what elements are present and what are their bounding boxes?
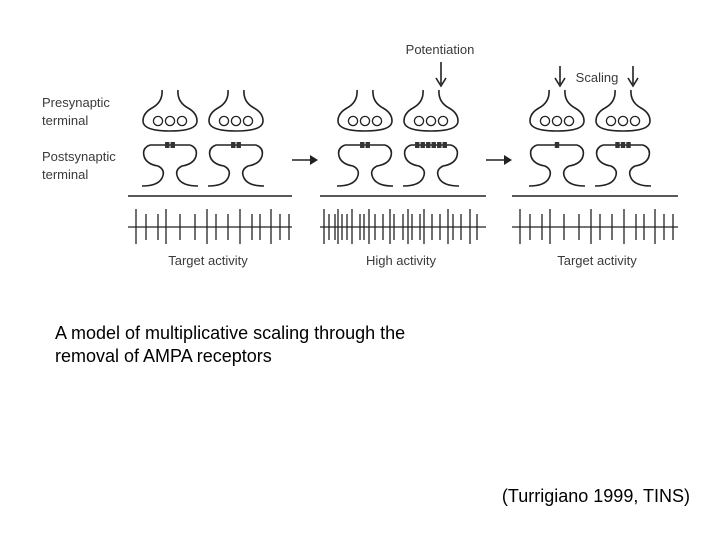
panel-3-presynaptic-terminal-1	[529, 89, 585, 132]
panel-3-vesicle-1-1	[539, 115, 551, 127]
panel-2-vesicle-1-1	[347, 115, 359, 127]
transition-arrow-2	[486, 155, 512, 165]
presynaptic-label-line2: terminal	[42, 113, 88, 128]
panel-2-bottom-label: High activity	[366, 253, 437, 268]
panel-2-vesicle-2-2	[425, 115, 437, 127]
panel-3-vesicle-2-1	[605, 115, 617, 127]
panel-1-presynaptic-terminal-2	[208, 89, 264, 132]
panel-1-vesicle-1-2	[164, 115, 176, 127]
panel-2-postsynaptic-spine-2	[402, 144, 460, 187]
panel-1-vesicle-1-3	[176, 115, 188, 127]
citation: (Turrigiano 1999, TINS)	[501, 486, 690, 506]
panel-2-presynaptic-terminal-2	[403, 89, 459, 132]
scaling-label: Scaling	[576, 70, 619, 85]
panel-1-vesicle-2-1	[218, 115, 230, 127]
panel-2-ampa-receptor-1-1	[360, 142, 365, 148]
synaptic-scaling-diagram: Presynaptic terminal Postsynaptic termin…	[42, 42, 678, 268]
panel-1-ampa-receptor-2-1	[231, 142, 236, 148]
postsynaptic-label-line2: terminal	[42, 167, 88, 182]
panel-2-ampa-receptor-2-5	[437, 142, 442, 148]
panel-2-ampa-receptor-2-1	[415, 142, 420, 148]
panel-1-ampa-receptor-1-2	[170, 142, 175, 148]
panel-2-ampa-receptor-1-2	[365, 142, 370, 148]
panel-1-postsynaptic-spine-2	[207, 144, 265, 187]
panel-1-bottom-label: Target activity	[168, 253, 248, 268]
panel-2-ampa-receptor-2-4	[431, 142, 436, 148]
panel-2-vesicle-1-3	[371, 115, 383, 127]
caption-line-1: A model of multiplicative scaling throug…	[55, 323, 406, 343]
panel-2-presynaptic-terminal-1	[337, 89, 393, 132]
panel-3-postsynaptic-spine-2	[594, 144, 652, 187]
panel-3-vesicle-1-2	[551, 115, 563, 127]
panel-3-vesicle-1-3	[563, 115, 575, 127]
potentiation-arrow-head	[435, 77, 447, 88]
panel-3-ampa-receptor-2-1	[615, 142, 620, 148]
panel-3-ampa-receptor-1-1	[554, 142, 560, 148]
panel-3-vesicle-2-3	[629, 115, 641, 127]
panel-2: Potentiation High activity	[320, 42, 486, 268]
scaling-arrow-right-head	[627, 77, 639, 88]
panel-1-vesicle-2-3	[242, 115, 254, 127]
panel-2-vesicle-1-2	[359, 115, 371, 127]
transition-arrow-1	[292, 155, 318, 165]
panel-1-ampa-receptor-1-1	[165, 142, 170, 148]
caption-line-2: removal of AMPA receptors	[55, 346, 272, 366]
panel-2-ampa-receptor-2-3	[426, 142, 431, 148]
panel-2-vesicle-2-1	[413, 115, 425, 127]
panel-2-ampa-receptor-2-2	[420, 142, 425, 148]
panel-2-ampa-receptor-2-6	[442, 142, 447, 148]
presynaptic-label-line1: Presynaptic	[42, 95, 110, 110]
panel-3-presynaptic-terminal-2	[595, 89, 651, 132]
panel-2-vesicle-2-3	[437, 115, 449, 127]
scaling-arrow-left-head	[554, 77, 566, 88]
panel-1: Target activity	[128, 89, 292, 268]
panel-3-postsynaptic-spine-1	[528, 144, 586, 187]
panel-3-ampa-receptor-2-3	[626, 142, 631, 148]
potentiation-label: Potentiation	[406, 42, 475, 57]
panel-1-ampa-receptor-2-2	[236, 142, 241, 148]
panel-1-postsynaptic-spine-1	[141, 144, 199, 187]
panel-3-bottom-label: Target activity	[557, 253, 637, 268]
panel-1-vesicle-2-2	[230, 115, 242, 127]
panel-1-vesicle-1-1	[152, 115, 164, 127]
panel-2-postsynaptic-spine-1	[336, 144, 394, 187]
panel-3-vesicle-2-2	[617, 115, 629, 127]
postsynaptic-label-line1: Postsynaptic	[42, 149, 116, 164]
panel-3-ampa-receptor-2-2	[620, 142, 626, 148]
panel-1-presynaptic-terminal-1	[142, 89, 198, 132]
panel-3: Scaling Target activity	[512, 66, 678, 268]
figure-caption: A model of multiplicative scaling throug…	[55, 322, 475, 368]
